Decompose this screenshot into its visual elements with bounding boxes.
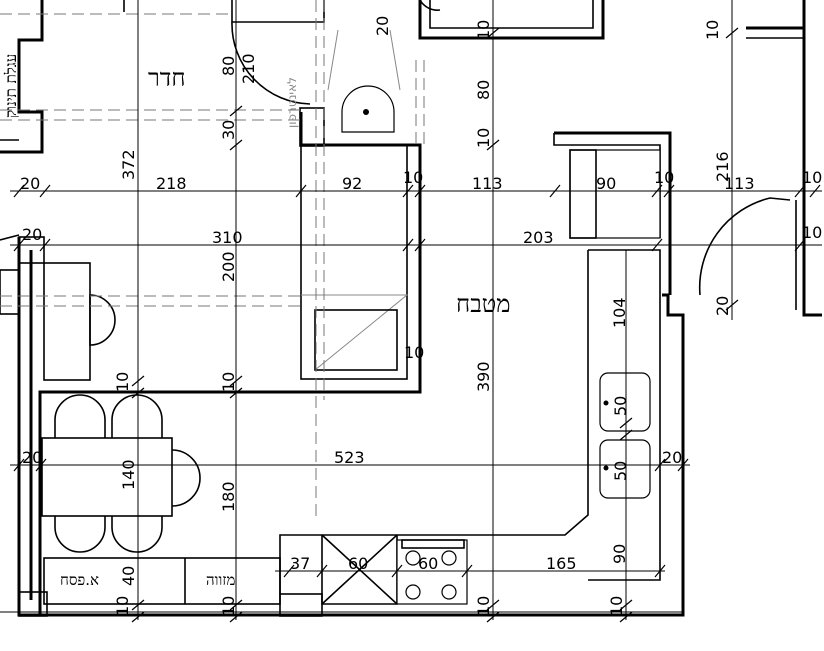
- shower-area: [300, 144, 408, 380]
- dim-label: 60: [418, 554, 438, 573]
- dim-label: 10: [607, 596, 626, 616]
- sink-basin: [341, 85, 395, 133]
- burner-icons: [405, 550, 457, 600]
- dim-label: 10: [404, 343, 424, 362]
- column-bottom-mid: [279, 593, 323, 617]
- dim-label: 90: [610, 544, 629, 564]
- dim-label: 210: [239, 53, 258, 84]
- fixtures: [0, 85, 661, 605]
- dim-label: 80: [219, 56, 238, 76]
- dim-label: 10: [113, 372, 132, 392]
- door-swing-bedroom: [231, 21, 311, 105]
- dim-label: 390: [474, 361, 493, 392]
- side-label-baby: עגלת תינוק: [2, 54, 20, 118]
- room-label-bedroom: חדר: [148, 64, 186, 92]
- dim-label: 20: [713, 296, 732, 316]
- cabinet-label-fusebox: א.פסח: [60, 571, 99, 589]
- dim-label: 203: [523, 228, 554, 247]
- room-labels: חדר מטבח א.פסח מזווה עגלת תינוק לאינטרפו…: [2, 54, 511, 589]
- dimension-labels: 20 218 92 10 113 90 10 113 10 20 310 203…: [20, 16, 822, 616]
- dim-label: 20: [20, 174, 40, 193]
- column-left: [18, 236, 45, 264]
- dim-label: 10: [113, 596, 132, 616]
- dim-label: 10: [474, 128, 493, 148]
- sink-right: [599, 439, 651, 499]
- fridge: [569, 149, 661, 239]
- dim-label: 10: [474, 596, 493, 616]
- doors: [231, 0, 791, 296]
- dim-label: 20: [662, 448, 682, 467]
- hidden-lines: [0, 0, 425, 520]
- dim-label: 372: [119, 149, 138, 180]
- cabinet-label-pantry: מזווה: [206, 571, 235, 589]
- dim-label: 10: [474, 20, 493, 40]
- dim-label: 60: [348, 554, 368, 573]
- dim-label: 218: [156, 174, 187, 193]
- dim-label: 113: [724, 174, 755, 193]
- dim-label: 92: [342, 174, 362, 193]
- dining-table: [41, 437, 173, 517]
- dim-label: 30: [219, 120, 238, 140]
- dim-label: 20: [22, 448, 42, 467]
- door-swing-right: [698, 197, 791, 296]
- dim-label: 10: [802, 168, 822, 187]
- dim-label: 80: [474, 80, 493, 100]
- dim-label: 140: [119, 459, 138, 490]
- dim-label: 10: [654, 168, 674, 187]
- sink-left: [599, 372, 651, 432]
- dim-label: 523: [334, 448, 365, 467]
- dim-label: 180: [219, 481, 238, 512]
- dim-label: 10: [802, 223, 822, 242]
- dim-label: 200: [219, 251, 238, 282]
- dim-label: 310: [212, 228, 243, 247]
- dim-label: 165: [546, 554, 577, 573]
- column-top: [299, 107, 325, 147]
- dim-label: 20: [373, 16, 392, 36]
- dim-label: 10: [219, 372, 238, 392]
- dim-label: 40: [119, 566, 138, 586]
- dim-label: 10: [219, 596, 238, 616]
- dim-label: 50: [611, 461, 630, 481]
- side-label-intercom: לאינטרפון: [285, 77, 299, 128]
- dim-label: 37: [290, 554, 310, 573]
- dim-label: 50: [611, 396, 630, 416]
- dim-label: 20: [22, 225, 42, 244]
- dimension-lines: [0, 0, 822, 623]
- dim-label: 10: [703, 20, 722, 40]
- dim-label: 113: [472, 174, 503, 193]
- walls: [0, 0, 822, 617]
- dim-label: 90: [596, 174, 616, 193]
- dim-label: 104: [610, 297, 629, 328]
- dim-label: 10: [403, 168, 423, 187]
- room-label-kitchen: מטבח: [456, 290, 511, 318]
- dim-label: 216: [713, 151, 732, 182]
